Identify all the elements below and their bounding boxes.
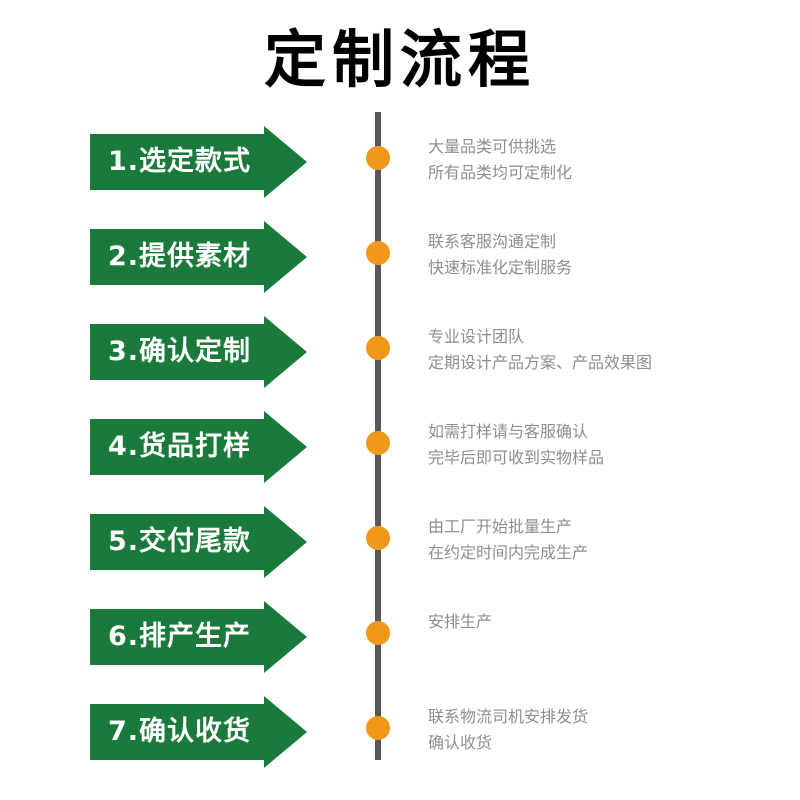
step-arrow-3[interactable]: 3.确认定制 <box>90 316 307 388</box>
step-description: 联系物流司机安排发货确认收货 <box>428 704 778 756</box>
timeline-dot-2 <box>366 241 390 265</box>
arrow-head-icon <box>264 696 307 768</box>
arrow-head-icon <box>264 506 307 578</box>
step-label: 5.交付尾款 <box>108 526 252 557</box>
step-description: 专业设计团队定期设计产品方案、产品效果图 <box>428 324 778 376</box>
arrow-head-icon <box>264 126 307 198</box>
step-row: 2.提供素材 联系客服沟通定制快速标准化定制服务 <box>0 221 800 293</box>
step-description: 由工厂开始批量生产在约定时间内完成生产 <box>428 514 778 566</box>
timeline-dot-7 <box>366 716 390 740</box>
step-arrow-7[interactable]: 7.确认收货 <box>90 696 307 768</box>
step-row: 7.确认收货 联系物流司机安排发货确认收货 <box>0 696 800 768</box>
timeline-dot-3 <box>366 336 390 360</box>
arrow-head-icon <box>264 411 307 483</box>
description-line: 由工厂开始批量生产 <box>428 517 573 536</box>
arrow-head-icon <box>264 221 307 293</box>
step-row: 3.确认定制 专业设计团队定期设计产品方案、产品效果图 <box>0 316 800 388</box>
step-description: 联系客服沟通定制快速标准化定制服务 <box>428 229 778 281</box>
arrow-body <box>90 419 266 475</box>
description-line: 定期设计产品方案、产品效果图 <box>428 353 653 372</box>
arrow-body <box>90 134 266 190</box>
step-description: 安排生产 <box>428 609 778 635</box>
description-line: 专业设计团队 <box>428 327 525 346</box>
description-line: 确认收货 <box>428 733 493 752</box>
step-label: 6.排产生产 <box>108 621 252 652</box>
description-line: 联系客服沟通定制 <box>428 232 557 251</box>
step-label: 2.提供素材 <box>108 241 252 272</box>
step-row: 6.排产生产 安排生产 <box>0 601 800 673</box>
arrow-head-icon <box>264 601 307 673</box>
timeline-dot-4 <box>366 431 390 455</box>
arrow-body <box>90 609 266 665</box>
page-title: 定制流程 <box>263 23 536 96</box>
arrow-body <box>90 324 266 380</box>
step-label: 7.确认收货 <box>108 716 252 747</box>
step-label: 4.货品打样 <box>108 431 252 462</box>
description-line: 完毕后即可收到实物样品 <box>428 448 605 467</box>
timeline-dot-5 <box>366 526 390 550</box>
description-line: 大量品类可供挑选 <box>428 137 557 156</box>
description-line: 安排生产 <box>428 612 493 631</box>
step-arrow-1[interactable]: 1.选定款式 <box>90 126 307 198</box>
description-line: 如需打样请与客服确认 <box>428 422 589 441</box>
step-arrow-6[interactable]: 6.排产生产 <box>90 601 307 673</box>
timeline-dot-1 <box>366 146 390 170</box>
step-row: 1.选定款式 大量品类可供挑选所有品类均可定制化 <box>0 126 800 198</box>
step-description: 如需打样请与客服确认完毕后即可收到实物样品 <box>428 419 778 471</box>
timeline-dot-6 <box>366 621 390 645</box>
step-row: 4.货品打样 如需打样请与客服确认完毕后即可收到实物样品 <box>0 411 800 483</box>
step-label: 1.选定款式 <box>108 146 252 177</box>
step-label: 3.确认定制 <box>108 336 252 367</box>
arrow-head-icon <box>264 316 307 388</box>
arrow-body <box>90 704 266 760</box>
description-line: 在约定时间内完成生产 <box>428 543 589 562</box>
step-arrow-5[interactable]: 5.交付尾款 <box>90 506 307 578</box>
description-line: 快速标准化定制服务 <box>428 258 573 277</box>
step-description: 大量品类可供挑选所有品类均可定制化 <box>428 134 778 186</box>
description-line: 联系物流司机安排发货 <box>428 707 589 726</box>
step-arrow-4[interactable]: 4.货品打样 <box>90 411 307 483</box>
step-row: 5.交付尾款 由工厂开始批量生产在约定时间内完成生产 <box>0 506 800 578</box>
arrow-body <box>90 514 266 570</box>
arrow-body <box>90 229 266 285</box>
step-arrow-2[interactable]: 2.提供素材 <box>90 221 307 293</box>
description-line: 所有品类均可定制化 <box>428 163 573 182</box>
